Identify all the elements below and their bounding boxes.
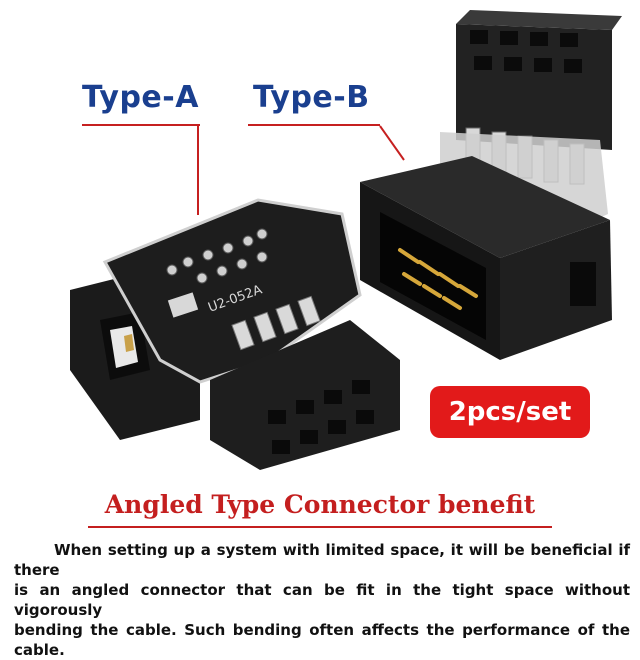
benefit-description: When setting up a system with limited sp… [14,540,630,660]
type-a-connector: U2-052A [70,198,400,470]
type-b-underline [248,124,380,126]
type-b-connector [360,10,622,360]
description-line-2: is an angled connector that can be fit i… [14,581,630,619]
type-a-label: Type-A [82,80,199,115]
pcb-logo [167,292,199,318]
benefit-title-underline [88,526,552,528]
description-line-3: bending the cable. Such bending often af… [14,621,630,659]
product-photo: U2-052A [70,10,622,470]
pcb-holes [166,228,268,284]
type-b-label: Type-B [253,80,370,115]
type-a-underline [82,124,200,126]
benefit-title: Angled Type Connector benefit [104,490,536,519]
description-line-1: When setting up a system with limited sp… [14,541,630,579]
quantity-badge: 2pcs/set [430,386,590,438]
type-b-leader [379,125,405,161]
